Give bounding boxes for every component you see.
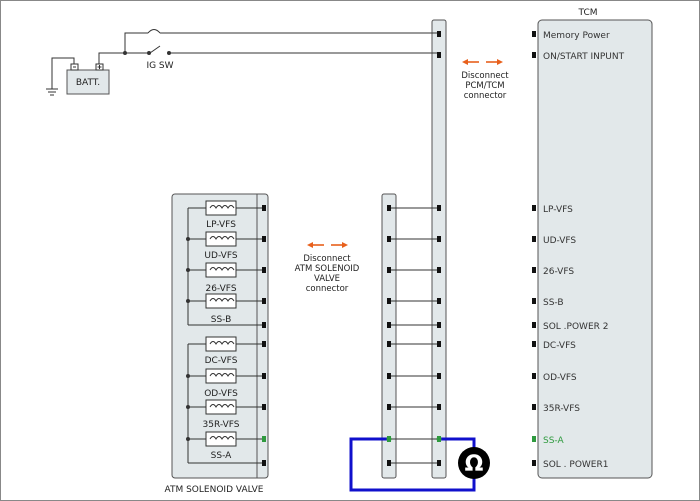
tcm-pin-ud-vfs: UD-VFS [532,236,576,246]
pcm-note-line2: PCM/TCM [465,81,504,91]
solenoid-note-line1: Disconnect [303,254,351,264]
bus-junctions [186,237,190,441]
tcm-pin-label: ON/START INPUNT [543,52,625,62]
tcm-pin-35r-vfs: 35R-VFS [532,404,580,414]
tcm-pin-sol-power-1: SOL . POWER1 [532,460,608,470]
switch-contacts [123,51,171,55]
tcm-pin-label: LP-VFS [543,205,573,215]
solenoid-note-line3: VALVE [314,274,340,284]
pcm-tcm-harness-connector [431,19,447,479]
ohmmeter: Ω [458,447,490,479]
tcm-pin-label: UD-VFS [543,236,576,246]
battery-symbol: BATT. [66,63,110,95]
ohmmeter-leads [349,436,476,492]
tcm-pin-label: 35R-VFS [543,404,580,414]
coil-label: OD-VFS [204,389,238,399]
tcm-pin-label: 26-VFS [543,267,574,277]
coil-label: 35R-VFS [203,420,240,430]
solenoid-internal-wires [187,207,262,464]
ohm-symbol: Ω [465,452,484,477]
harness-wires [391,207,437,464]
tcm-pin-26-vfs: 26-VFS [532,267,574,277]
tcm-pin-dc-vfs: DC-VFS [532,341,576,351]
tcm-title: TCM [577,8,597,18]
solenoid-note-line2: ATM SOLENOID [295,264,360,274]
tcm-pin-ss-b: SS-B [532,298,564,308]
solenoid-valve-title: ATM SOLENOID VALVE [165,485,264,495]
pcm-note-line1: Disconnect [461,71,509,81]
solenoid-disconnect-arrows [307,242,348,248]
tcm-pin-label: SS-A [543,436,564,446]
tcm-pin-on-start: ON/START INPUNT [532,52,625,62]
battery-label: BATT. [76,78,100,88]
pcm-note-line3: connector [464,91,507,101]
coil-label: SS-A [211,451,232,461]
coil-windings [209,205,235,440]
coil-label: SS-B [211,315,232,325]
tcm-pin-od-vfs: OD-VFS [532,373,577,383]
tcm-pin-ss-a: SS-A [532,436,564,446]
tcm-pin-label: OD-VFS [543,373,577,383]
pcm-disconnect-arrows [462,59,503,65]
coil-label: DC-VFS [205,356,238,366]
ig-switch-label: IG SW [146,61,173,71]
tcm-pin-sol-power-2: SOL .POWER 2 [532,322,608,332]
solenoid-note-line4: connector [306,284,349,294]
tcm-pin-lp-vfs: LP-VFS [532,205,573,215]
tcm-pin-label: SS-B [543,298,564,308]
solenoid-connector-pins [262,205,266,466]
tcm-pin-label: Memory Power [543,31,610,41]
coil-label: UD-VFS [204,251,237,261]
tcm-pin-label: SOL .POWER 2 [543,322,608,332]
coil-label: LP-VFS [206,220,236,230]
tcm-pin-label: DC-VFS [543,341,576,351]
battery-wiring [46,29,437,96]
tcm-pin-label: SOL . POWER1 [543,460,608,470]
tcm-pin-memory-power: Memory Power [532,31,610,41]
coil-label: 26-VFS [205,284,236,294]
tcm-panel [537,19,653,479]
